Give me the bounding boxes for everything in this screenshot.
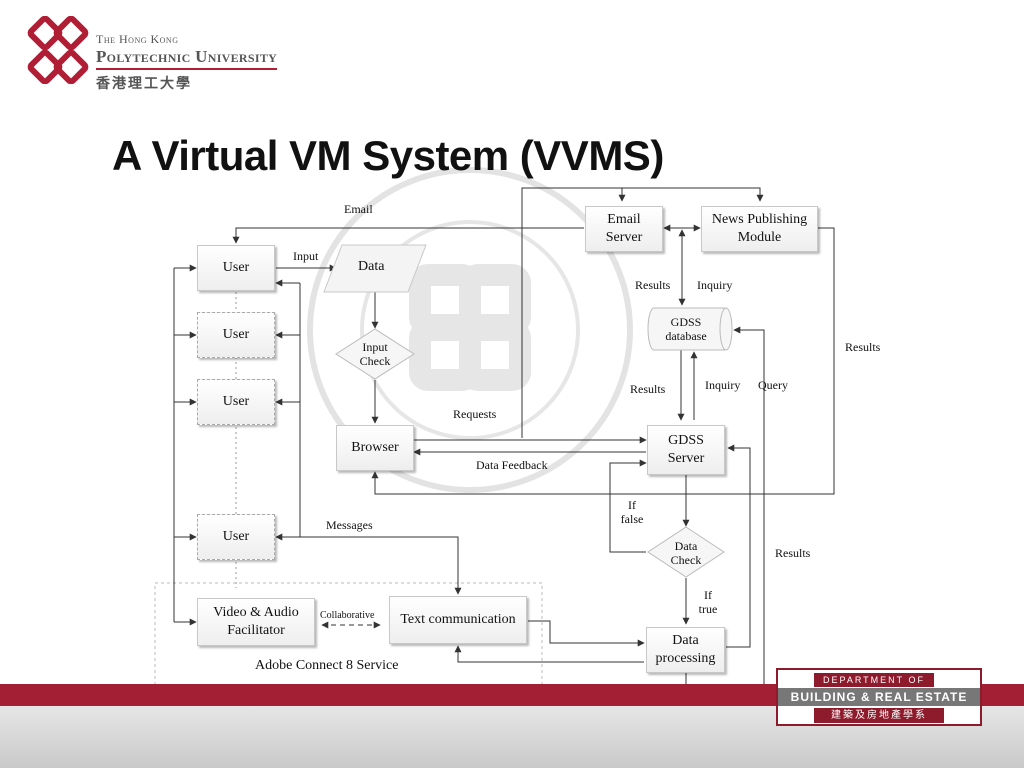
user-node-4: User (197, 514, 275, 560)
news-module-label-1: News Publishing (711, 212, 808, 227)
video-audio-label-1: Video & Audio (213, 605, 299, 620)
input-check-label-2: Check (359, 354, 391, 368)
input-check-shape (335, 328, 415, 380)
data-check-label: Data Check (663, 539, 709, 567)
user-node-1-label: User (222, 260, 250, 275)
edge-label-if-false: If false (616, 498, 648, 526)
gdss-database-label-1: GDSS (670, 315, 702, 329)
gdss-server-label-2: Server (667, 451, 705, 466)
dept-line-2: BUILDING & REAL ESTATE (778, 688, 980, 706)
data-check-shape (647, 526, 725, 578)
edge-label-results-right: Results (845, 340, 881, 354)
user-node-3-label: User (222, 394, 250, 409)
user-node-2: User (197, 312, 275, 358)
data-check-label-1: Data (674, 539, 698, 553)
edge-label-if-true: If true (692, 588, 724, 616)
department-watermark (307, 167, 633, 493)
edge-label-email: Email (344, 202, 373, 216)
logo-line-2: Polytechnic University (96, 47, 278, 70)
user-node-2-label: User (222, 327, 250, 342)
user-node-3: User (197, 379, 275, 425)
department-badge: DEPARTMENT OF BUILDING & REAL ESTATE 建築及… (776, 668, 982, 726)
logo-line-3: 香港理工大學 (96, 77, 192, 92)
edge-label-if-true-1: If (704, 588, 712, 602)
edge-label-results-top: Results (635, 278, 671, 292)
edge-label-inquiry-mid: Inquiry (705, 378, 741, 392)
input-check-label-1: Input (362, 340, 388, 354)
gdss-server-label: GDSS Server (668, 432, 705, 468)
data-node-label: Data (358, 259, 385, 274)
data-check-label-2: Check (670, 553, 702, 567)
edge-label-input: Input (293, 249, 319, 263)
edge-label-if-true-2: true (698, 602, 718, 616)
gdss-database-label-2: database (665, 329, 707, 343)
polyu-logo-icon (27, 16, 89, 84)
browser-node-label: Browser (351, 440, 399, 455)
data-shape (323, 244, 427, 293)
slide-title: A Virtual VM System (VVMS) (112, 132, 664, 179)
user-node-1: User (197, 245, 275, 291)
data-processing-node: Data processing (646, 627, 725, 673)
polyu-logo-text: The Hong Kong Polytechnic University 香港理… (96, 32, 278, 93)
input-check-label: Input Check (352, 340, 398, 368)
news-module-label-2: Module (737, 230, 782, 245)
gdss-server-label-1: GDSS (668, 433, 704, 448)
browser-node: Browser (336, 425, 414, 471)
gdss-database-label: GDSS database (656, 315, 716, 343)
dept-line-1: DEPARTMENT OF (814, 673, 934, 687)
gdss-server-node: GDSS Server (647, 425, 725, 475)
footer-red-bar (0, 684, 1024, 706)
data-processing-label-1: Data (672, 633, 699, 648)
edge-label-data-feedback: Data Feedback (476, 458, 548, 472)
edge-label-if-false-2: false (620, 512, 644, 526)
logo-line-1: The Hong Kong (96, 32, 179, 46)
edge-label-messages: Messages (326, 518, 373, 532)
edge-label-inquiry-top: Inquiry (697, 278, 733, 292)
text-communication-label: Text communication (400, 612, 516, 627)
video-audio-label-2: Facilitator (227, 623, 285, 638)
text-communication-node: Text communication (389, 596, 527, 644)
edge-label-requests: Requests (453, 407, 497, 421)
edge-label-query: Query (758, 378, 788, 392)
edge-label-if-false-1: If (628, 498, 636, 512)
edge-label-results-lower: Results (775, 546, 811, 560)
email-server-label-1: Email (607, 212, 641, 227)
data-processing-label-2: processing (655, 651, 716, 666)
dept-line-3: 建築及房地產學系 (814, 708, 944, 723)
edge-label-collaborative: Collaborative (320, 610, 375, 621)
data-processing-label: Data processing (656, 632, 716, 668)
user-node-4-label: User (222, 529, 250, 544)
edge-label-results-mid: Results (630, 382, 666, 396)
email-server-label-2: Server (605, 230, 643, 245)
adobe-connect-label: Adobe Connect 8 Service (255, 658, 399, 673)
